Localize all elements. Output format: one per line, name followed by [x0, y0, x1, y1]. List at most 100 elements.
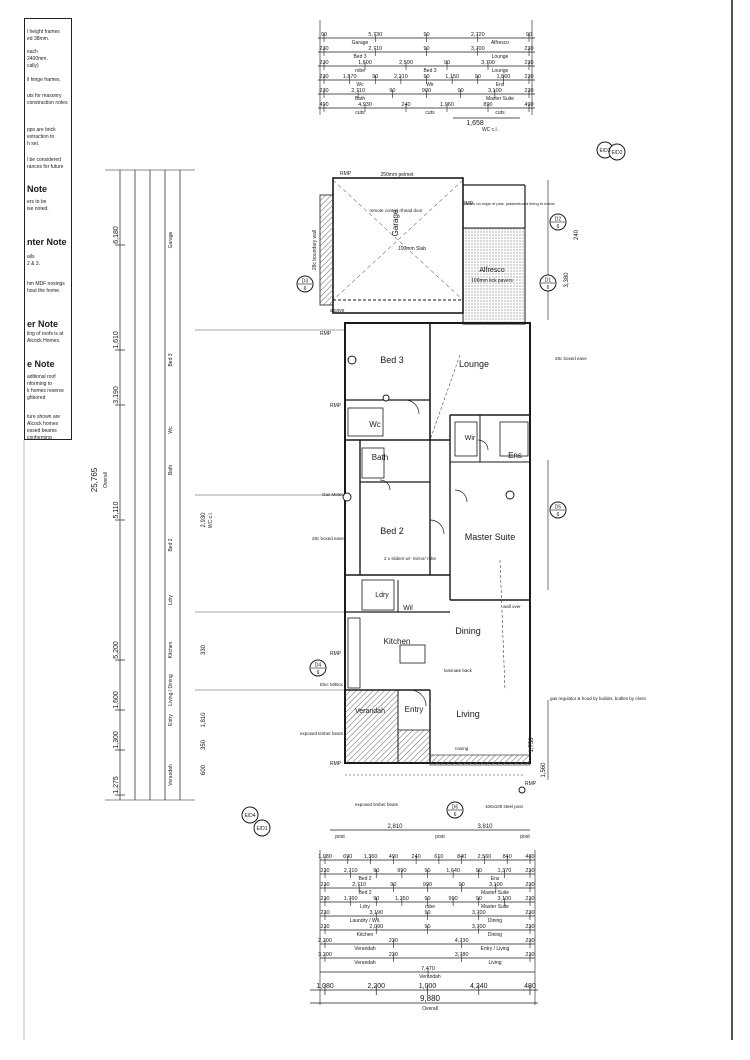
dimension-room: Verandah: [354, 946, 376, 952]
note-remote: remote control r/head door: [369, 208, 423, 213]
note-line: h set.: [27, 141, 40, 147]
dimension-value: 2,200: [367, 983, 385, 990]
section-tag-d6-sheet: 6: [454, 812, 457, 818]
dimension-value: 90: [424, 924, 430, 930]
dimension-room: Laundry / Wil.: [350, 918, 381, 924]
note-boundary: 28c boundary wall: [312, 230, 318, 270]
dimension-room: robe: [355, 68, 365, 74]
elevation-tag-ed3-label: E/D3: [599, 148, 610, 154]
dimension-value: 230: [524, 60, 533, 66]
note-line: cally): [27, 63, 39, 69]
label-rmp: RMP: [330, 761, 342, 767]
dimension-value: 490: [389, 854, 398, 860]
note-line: hm MDF nosings: [27, 281, 65, 287]
dimension-value: 1,870: [343, 74, 357, 80]
door-wir: [477, 439, 489, 451]
dimension-room: Master Suite: [486, 96, 514, 102]
dimension-value: 3,190: [113, 386, 120, 404]
note-steel-post: 100x100 steel post: [485, 804, 524, 809]
elevation-tag-ed1-label: E/D1: [256, 826, 267, 832]
dimension-value: 90: [373, 896, 379, 902]
label-rmp: RMP: [462, 201, 474, 207]
dimension-value: 3,700: [471, 46, 485, 52]
dimension-room: Verandah: [354, 960, 376, 966]
dimension-value: 230: [320, 910, 329, 916]
section-tag-d2-id: D2: [555, 217, 562, 223]
dimension-value: 1,080: [318, 854, 332, 860]
door-bed2: [429, 519, 445, 535]
dimension-value: 3,100: [489, 882, 503, 888]
dimension-value: 90: [423, 32, 429, 38]
dimension-value: 90: [390, 882, 396, 888]
dimension-room: Bed 3: [168, 353, 174, 366]
room-label-garage: Garage: [391, 209, 400, 236]
room-label-wir: Wir: [465, 435, 476, 442]
dimension-room: Bed 2: [358, 876, 371, 882]
dimension-room: post: [520, 834, 530, 840]
dimension-value: 90: [444, 60, 450, 66]
note-line: ed 38mm.: [27, 36, 50, 42]
dimension-value: 230: [320, 924, 329, 930]
dimension-value: 7,470: [421, 966, 435, 972]
room-label-bed3: Bed 3: [380, 355, 404, 365]
dimension-value: 2,710: [344, 868, 358, 874]
dimension-room: Lounge: [492, 54, 509, 60]
note-line: l height frames: [27, 29, 60, 35]
note-line: ll hinge frames.: [27, 77, 61, 83]
alfresco-slab: [462, 227, 526, 325]
garage-diagonal: [332, 179, 464, 301]
dimension-value: 480: [524, 983, 536, 990]
dimension-value: 230: [320, 868, 329, 874]
dimension-value: 230: [524, 46, 533, 52]
dimension-value: 3,810: [477, 824, 493, 830]
door-entry: [409, 689, 427, 707]
elevation-tag-ed2-label: E/D2: [611, 150, 622, 156]
dimension-room: Bed 3: [423, 68, 436, 74]
kitchen-island: [399, 644, 426, 664]
elevation-tag-ed2: [608, 143, 626, 161]
note-beam: beam on edge of plas. plasterboard linin…: [465, 201, 555, 206]
dimension-value: 90: [424, 896, 430, 902]
dimension-value: 1,360: [364, 854, 378, 860]
elevation-tag-ed1: [253, 819, 271, 837]
dimension-room: Lounge: [492, 68, 509, 74]
dimension-value: 1,300: [113, 731, 120, 749]
note-elec: Elec M/Box: [320, 682, 344, 687]
room-label-living: Living: [456, 709, 480, 719]
wc-fixture: [347, 407, 384, 437]
label-rmp: RMP: [330, 403, 342, 409]
note-line: l be considered: [27, 157, 61, 163]
dimension-value: 230: [525, 896, 534, 902]
dimension-room: cuts: [355, 110, 365, 116]
dimension-value: 3,190: [369, 910, 383, 916]
dimension-value: 230: [319, 74, 328, 80]
room-label-ldry: Ldry: [375, 592, 389, 599]
dimension-value: 1,658: [466, 120, 484, 127]
elevation-tag-ed4: [241, 806, 259, 824]
dimension-value: 890: [483, 102, 492, 108]
dimension-room: Entry: [168, 714, 174, 726]
verandah-floor: [344, 689, 399, 764]
dimension-value: 90: [475, 74, 481, 80]
note-line: conforming: [27, 435, 52, 440]
dimension-room: post: [335, 834, 345, 840]
dimension-room: Master Suite: [481, 890, 509, 896]
note-eave: 28c boxed eave: [312, 536, 344, 541]
room-label-bed2: Bed 2: [380, 526, 404, 536]
dimension-room: Bath: [168, 465, 174, 476]
dimension-room: Overall: [422, 1006, 438, 1012]
dimension-value: 90: [526, 32, 532, 38]
label-rmp: RMP: [340, 171, 352, 177]
ens-shower: [499, 421, 529, 457]
section-tag-d5-sheet: 6: [557, 512, 560, 518]
hws-symbol: [518, 786, 526, 794]
dimension-room: Bed 3: [353, 54, 366, 60]
dimension-value: 1,370: [497, 868, 511, 874]
section-tag-d1-sheet: 6: [547, 285, 550, 291]
dimension-value: 230: [389, 952, 398, 958]
note-line: ture shown are: [27, 414, 61, 420]
dimension-room: Dining: [488, 918, 502, 924]
dimension-room: robe: [425, 904, 435, 910]
light-symbol: [382, 394, 390, 402]
